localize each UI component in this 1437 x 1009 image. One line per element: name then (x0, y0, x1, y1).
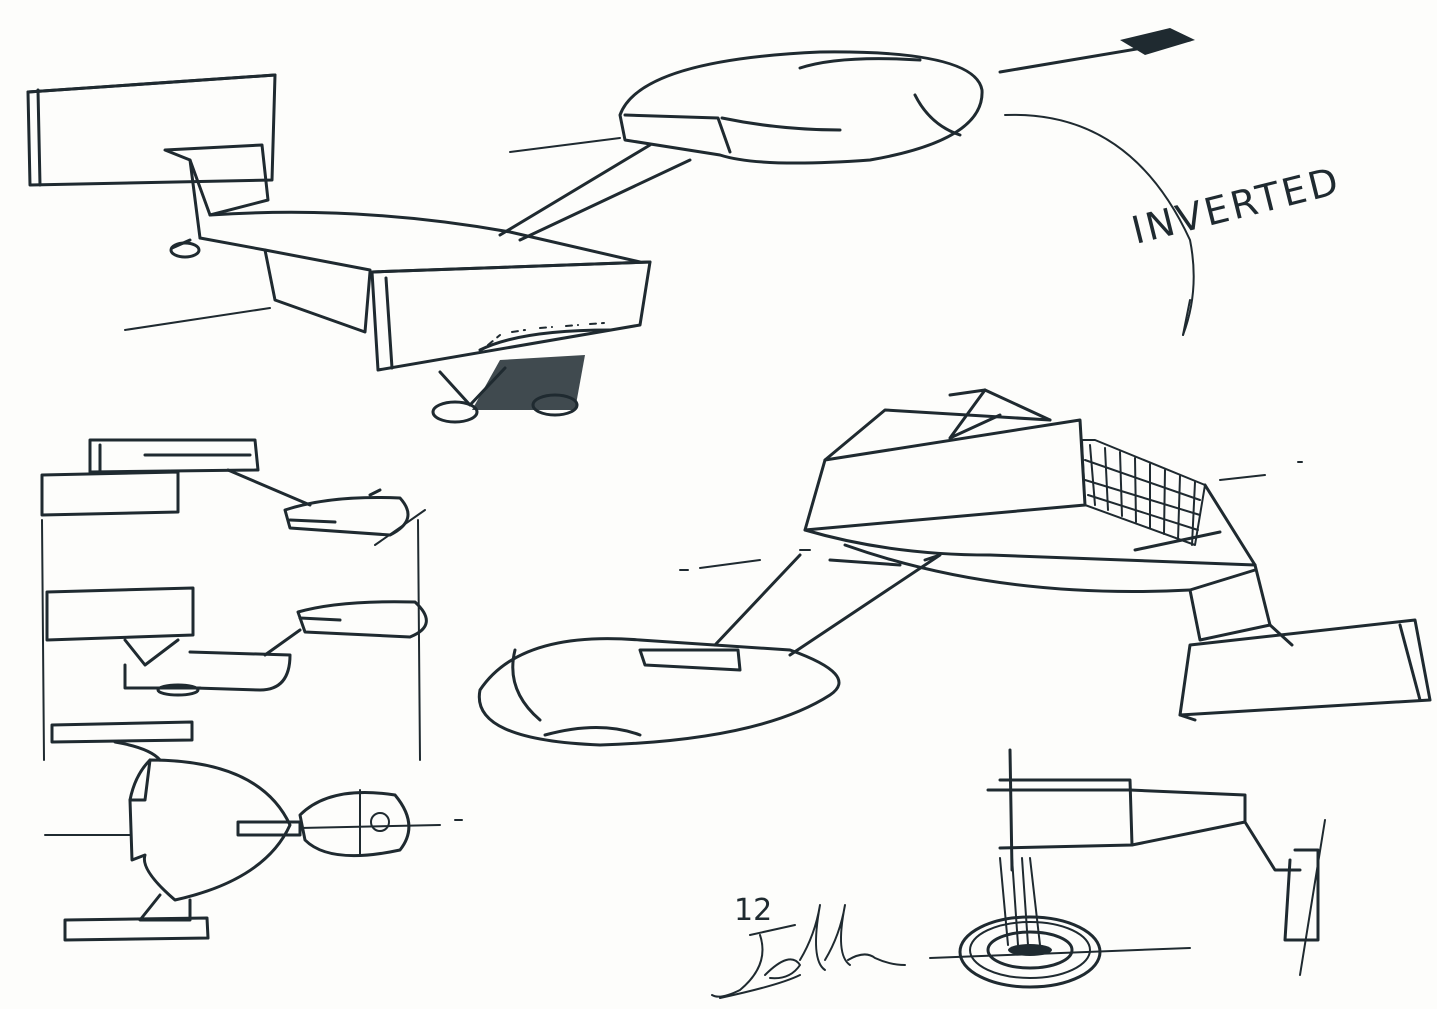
ship-top-view (44, 720, 463, 942)
sheet-number: 12 (734, 893, 773, 928)
ship-side-view-2 (45, 586, 428, 697)
inversion-arrow (1004, 113, 1195, 336)
ship-side-view-right (929, 748, 1326, 989)
signature-glyph (711, 904, 906, 999)
ship-perspective-inverted (477, 388, 1432, 747)
ship-perspective-top (26, 28, 1195, 424)
ship-side-view-1 (40, 438, 426, 761)
